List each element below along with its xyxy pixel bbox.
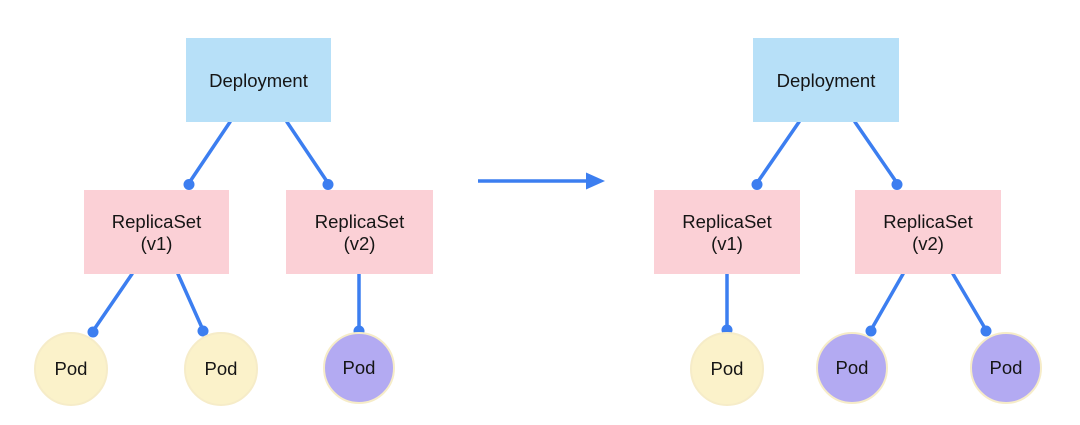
before-deployment-label: Deployment xyxy=(209,70,308,91)
after-pod-v1-label: Pod xyxy=(711,358,744,379)
before-replicaset-v2-label-line1: ReplicaSet xyxy=(315,211,404,232)
connector-line xyxy=(187,120,232,185)
before-deployment-box xyxy=(186,38,331,122)
after-tree: Deployment ReplicaSet (v1) ReplicaSet (v… xyxy=(654,38,1042,406)
connector-dot xyxy=(87,326,99,338)
after-replicaset-v2-box xyxy=(855,190,1001,274)
connector-dot xyxy=(322,179,334,190)
before-tree: Deployment ReplicaSet (v1) ReplicaSet (v… xyxy=(34,38,433,406)
connector-line xyxy=(853,120,899,185)
after-deployment-box xyxy=(753,38,899,122)
after-pod-v1-circle xyxy=(690,332,764,406)
after-replicaset-v2-label-line1: ReplicaSet xyxy=(883,211,972,232)
before-pod-v1-label: Pod xyxy=(205,358,238,379)
connector-line xyxy=(869,272,905,332)
before-pod-v1-circle xyxy=(34,332,108,406)
transition-arrow xyxy=(478,172,605,190)
after-pod-v2-label: Pod xyxy=(990,357,1023,378)
connector-dot xyxy=(751,179,763,190)
before-pod-v1-circle xyxy=(184,332,258,406)
before-replicaset-v2-label-line2: (v2) xyxy=(344,233,376,254)
connector-dot xyxy=(865,325,877,337)
before-replicaset-v1-box xyxy=(84,190,229,274)
connector-line xyxy=(951,272,988,332)
connector-dot xyxy=(197,325,209,337)
before-pod-v2-circle xyxy=(323,332,395,404)
transition-arrow-head xyxy=(586,172,605,190)
after-replicaset-v1-label-line2: (v1) xyxy=(711,233,743,254)
after-deployment-label: Deployment xyxy=(777,70,876,91)
connector-line xyxy=(91,272,134,333)
before-pod-v2-label: Pod xyxy=(343,357,376,378)
connector-dot xyxy=(183,179,195,190)
after-pod-v2-label: Pod xyxy=(836,357,869,378)
connector-line xyxy=(285,120,330,185)
after-replicaset-v1-box xyxy=(654,190,800,274)
before-pod-v1-label: Pod xyxy=(55,358,88,379)
before-replicaset-v2-box xyxy=(286,190,433,274)
connector-dot xyxy=(891,179,903,190)
before-replicaset-v1-label-line1: ReplicaSet xyxy=(112,211,201,232)
connector-line xyxy=(755,120,801,185)
after-replicaset-v1-label-line1: ReplicaSet xyxy=(682,211,771,232)
before-replicaset-v1-label-line2: (v1) xyxy=(141,233,173,254)
after-pod-v2-circle xyxy=(816,332,888,404)
connector-dot xyxy=(980,325,992,337)
after-pod-v2-circle xyxy=(970,332,1042,404)
after-replicaset-v2-label-line2: (v2) xyxy=(912,233,944,254)
connector-line xyxy=(176,272,205,332)
